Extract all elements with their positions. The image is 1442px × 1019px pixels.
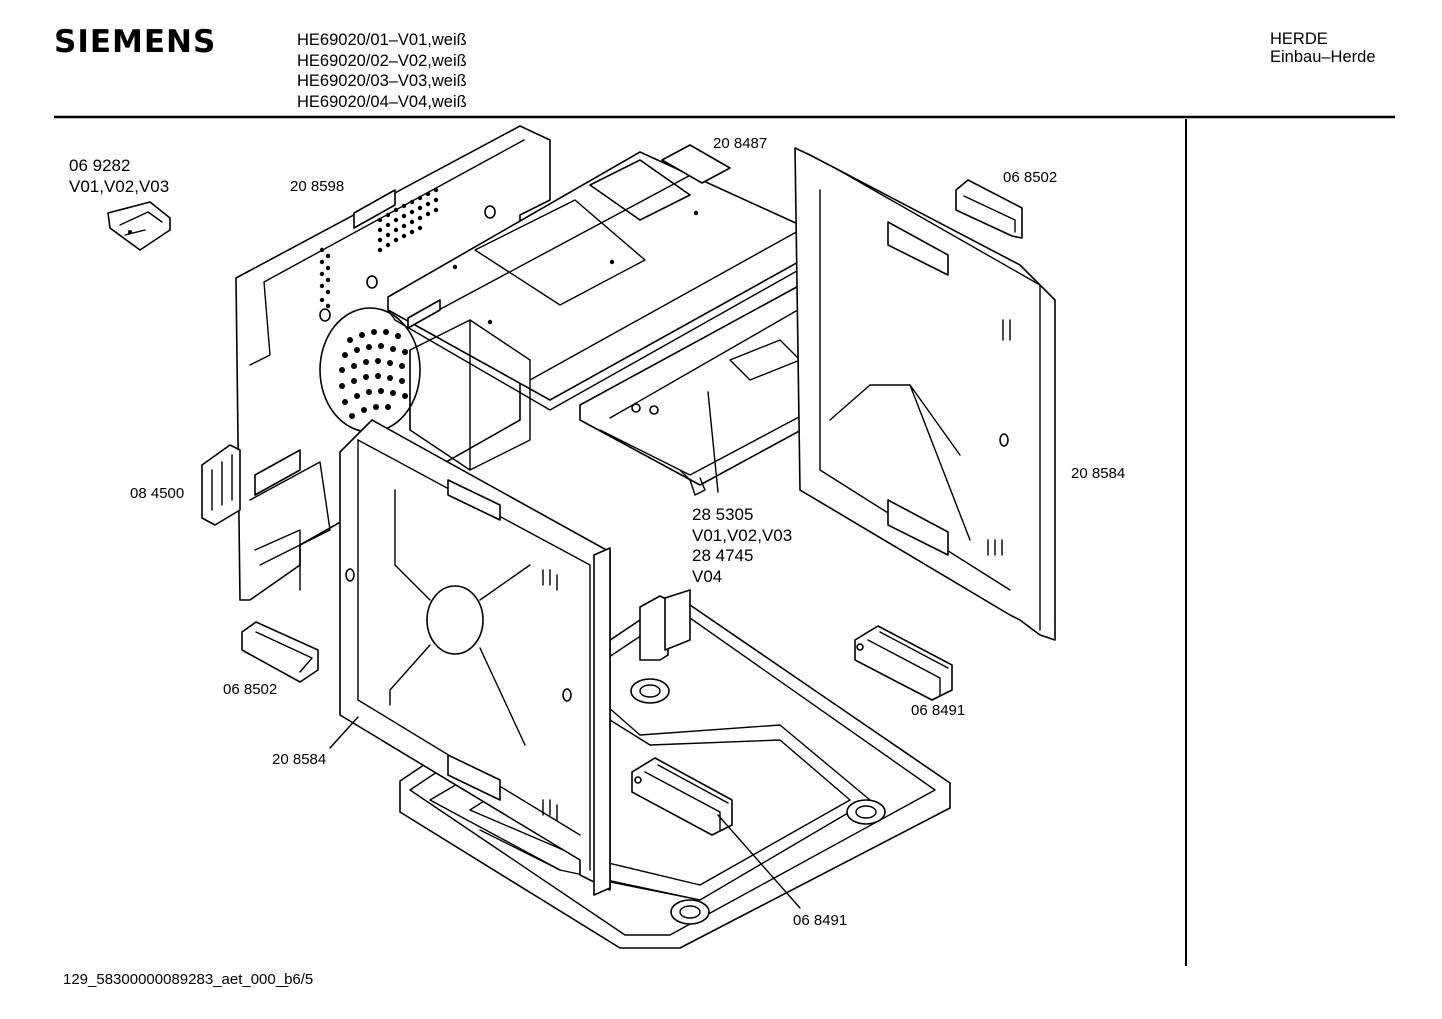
cavity-walls: [409, 319, 531, 471]
handle-068502-top: [955, 179, 1023, 239]
clip-069282: [107, 201, 171, 251]
category-title: HERDE: [1270, 30, 1328, 48]
model-item: HE69020/01–V01,weiß: [297, 31, 467, 49]
left-side-panel: [339, 419, 611, 896]
product-category: HERDE Einbau–Herde: [1270, 30, 1376, 66]
document-code: 129_58300000089283_aet_000_̲b6/5: [63, 971, 314, 988]
part-label-068491-bottom: 06 8491: [793, 912, 848, 929]
model-list: HE69020/01–V01,weiß HE69020/02–V02,weiß …: [297, 30, 467, 112]
handle-068502-bottom: [241, 621, 319, 683]
part-label-084500: 08 4500: [130, 485, 185, 502]
leader-lines: [329, 391, 801, 909]
part-label-069282: 06 9282 V01,V02,V03: [69, 156, 170, 196]
right-side-panel: [794, 147, 1056, 641]
model-item: HE69020/03–V03,weiß: [297, 72, 467, 90]
part-label-068502-top: 06 8502: [1003, 169, 1058, 186]
part-label-068502-bottom: 06 8502: [223, 681, 278, 698]
model-item: HE69020/02–V02,weiß: [297, 51, 467, 70]
category-subtitle: Einbau–Herde: [1270, 48, 1376, 66]
part-label-285305: 28 5305 V01,V02,V03 28 4745 V04: [692, 505, 793, 586]
part-label-208584-left: 20 8584: [272, 751, 327, 768]
model-item: HE69020/04–V04,weiß: [297, 92, 467, 111]
rail-holder-068491-right: [854, 625, 953, 701]
part-label-068491-right: 06 8491: [911, 702, 966, 719]
part-label-208598: 20 8598: [290, 178, 345, 195]
part-label-208584-right: 20 8584: [1071, 465, 1126, 482]
brand-logo: SIEMENS: [54, 24, 217, 60]
rail-holder-068491-bottom: [631, 757, 733, 836]
bracket-084500: [201, 444, 301, 526]
fan-cover: [319, 307, 421, 433]
part-label-208487: 20 8487: [713, 135, 768, 152]
